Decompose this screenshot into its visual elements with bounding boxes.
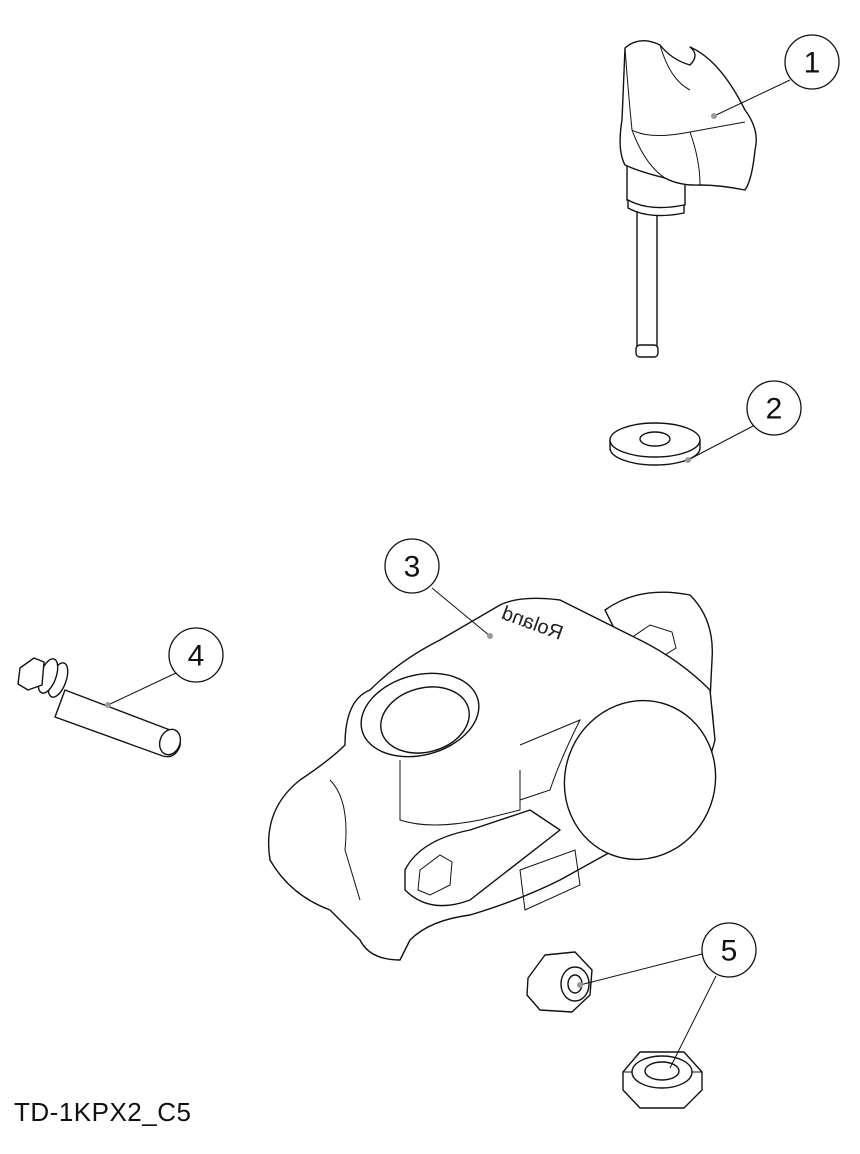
svg-text:4: 4: [188, 640, 205, 673]
nut-part-1: [526, 951, 593, 1013]
callout-3: 3: [384, 538, 440, 594]
svg-text:2: 2: [766, 393, 783, 426]
svg-text:3: 3: [404, 551, 421, 584]
pin-part: [17, 657, 182, 758]
clamp-part: Roland: [267, 591, 717, 961]
callout-4: 4: [168, 627, 224, 683]
leader-lines: [107, 79, 791, 1069]
nut-part-2: [622, 1051, 703, 1109]
svg-text:1: 1: [804, 47, 821, 80]
svg-text:5: 5: [721, 935, 738, 968]
callout-2: 2: [746, 380, 802, 436]
wing-bolt-part: [619, 40, 757, 358]
callout-5: 5: [701, 922, 757, 978]
callout-1: 1: [784, 34, 840, 90]
washer-part: [609, 422, 701, 466]
drawing-code-label: TD-1KPX2_C5: [14, 1097, 192, 1127]
reference-dots: [105, 113, 717, 988]
